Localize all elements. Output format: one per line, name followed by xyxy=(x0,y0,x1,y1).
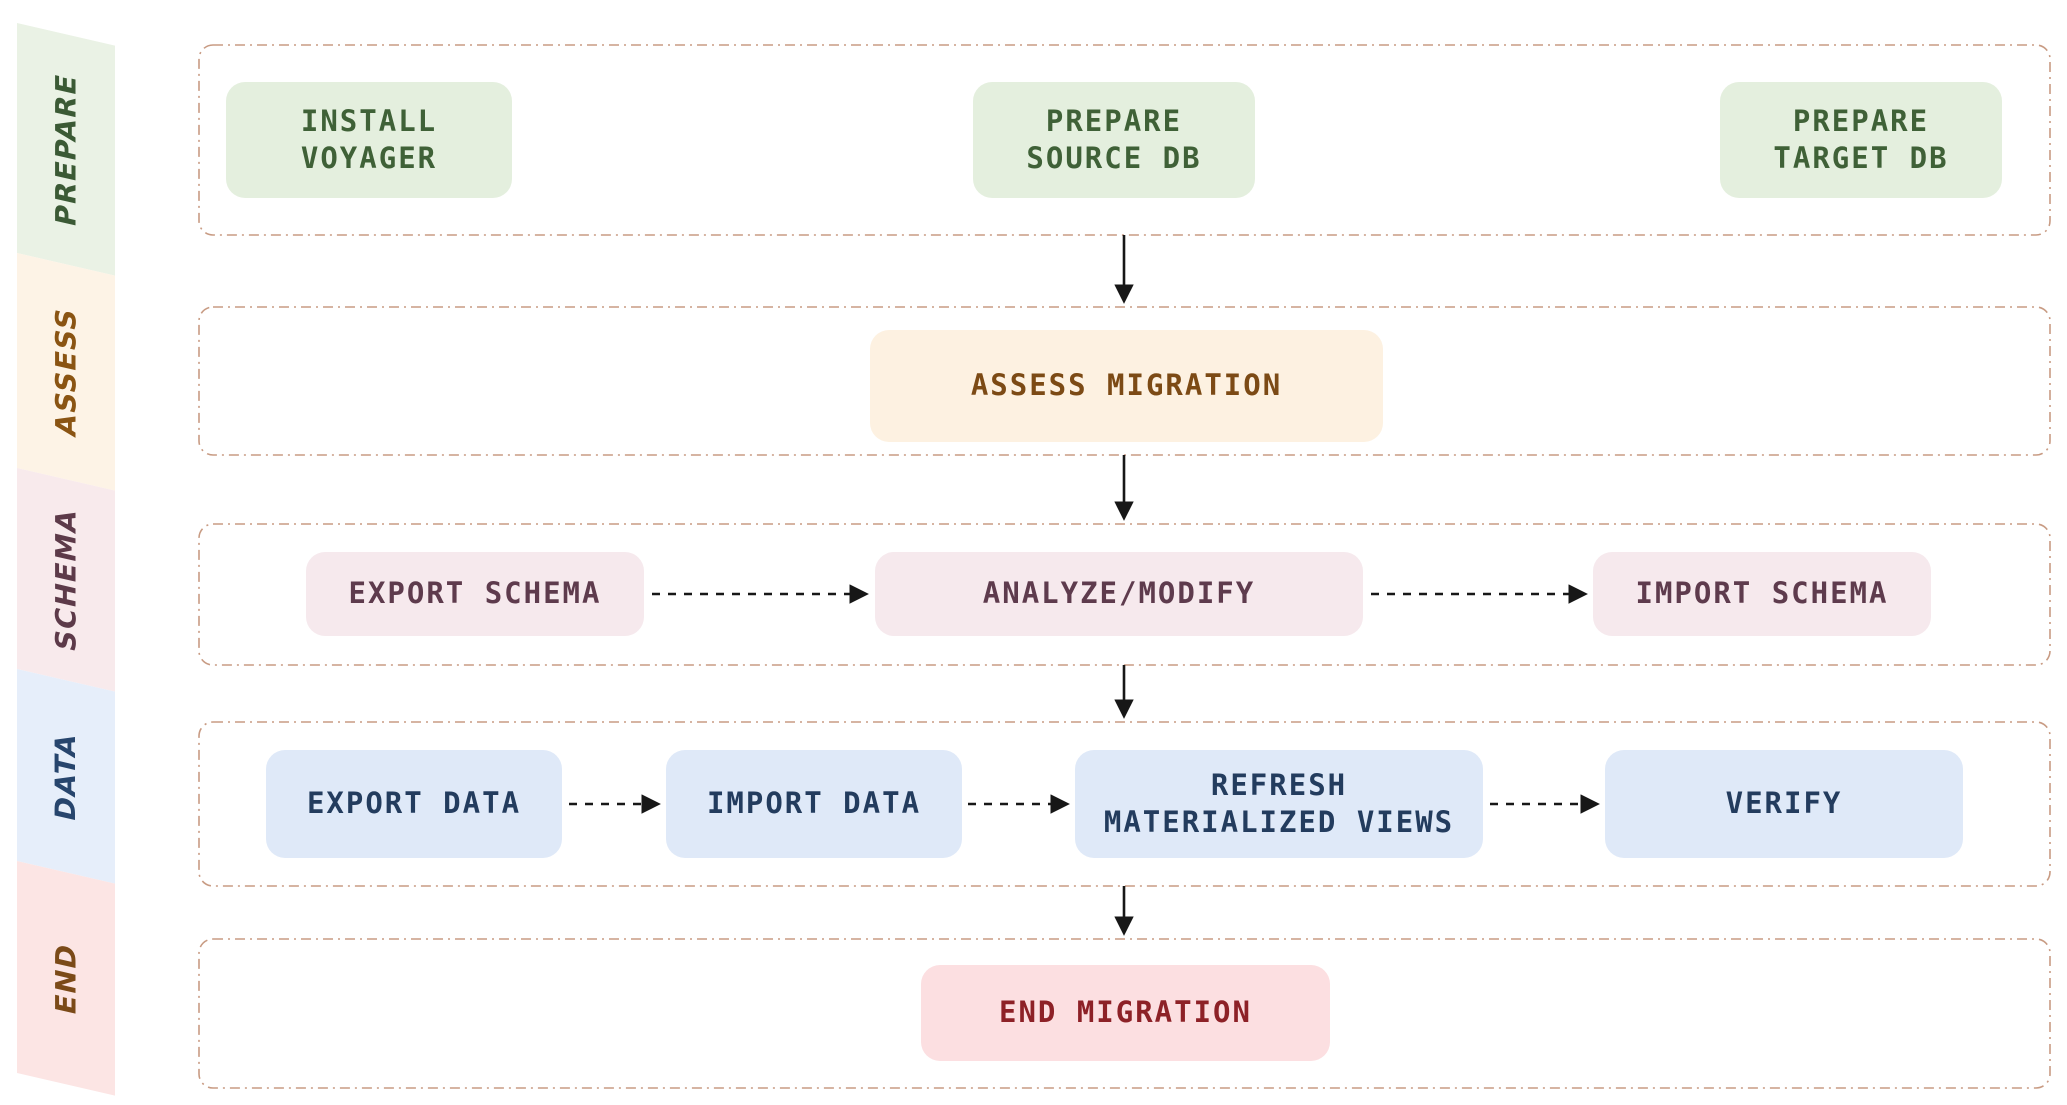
stage-band-assess: ASSESS xyxy=(17,253,115,491)
node-prepare-source-db: PREPARE SOURCE DB xyxy=(973,82,1255,198)
node-label: VERIFY xyxy=(1725,786,1843,821)
stage-label-assess: ASSESS xyxy=(49,304,83,440)
node-end-migration: END MIGRATION xyxy=(921,965,1330,1061)
node-analyze-modify: ANALYZE/MODIFY xyxy=(875,552,1363,636)
node-verify: VERIFY xyxy=(1605,750,1963,858)
stage-sidebar: PREPARE ASSESS SCHEMA DATA END xyxy=(17,23,115,1096)
node-export-data: EXPORT DATA xyxy=(266,750,562,858)
node-label: PREPARE SOURCE DB xyxy=(1026,103,1202,175)
node-label: INSTALL VOYAGER xyxy=(300,103,438,175)
node-label: REFRESH MATERIALIZED VIEWS xyxy=(1103,767,1455,839)
node-prepare-target-db: PREPARE TARGET DB xyxy=(1720,82,2002,198)
node-export-schema: EXPORT SCHEMA xyxy=(306,552,644,636)
stage-label-prepare: PREPARE xyxy=(49,69,83,230)
node-refresh-materialized-views: REFRESH MATERIALIZED VIEWS xyxy=(1075,750,1483,858)
node-label: END MIGRATION xyxy=(999,995,1252,1030)
node-assess-migration: ASSESS MIGRATION xyxy=(870,330,1383,442)
node-label: IMPORT SCHEMA xyxy=(1635,576,1889,611)
stage-label-end: END xyxy=(49,939,83,1018)
row-outline-end xyxy=(198,938,2051,1089)
node-label: EXPORT DATA xyxy=(306,786,522,821)
node-import-schema: IMPORT SCHEMA xyxy=(1593,552,1931,636)
node-label: EXPORT SCHEMA xyxy=(348,576,602,611)
node-install-voyager: INSTALL VOYAGER xyxy=(226,82,512,198)
stage-band-end: END xyxy=(17,861,115,1096)
stage-band-data: DATA xyxy=(17,669,115,884)
node-label: ASSESS MIGRATION xyxy=(970,368,1283,403)
stage-band-schema: SCHEMA xyxy=(17,468,115,692)
node-label: IMPORT DATA xyxy=(706,786,922,821)
stage-label-schema: SCHEMA xyxy=(49,505,83,655)
stage-band-prepare: PREPARE xyxy=(17,23,115,276)
node-label: ANALYZE/MODIFY xyxy=(982,576,1256,611)
row-outline-data xyxy=(198,721,2051,887)
stage-label-data: DATA xyxy=(49,728,83,824)
node-import-data: IMPORT DATA xyxy=(666,750,962,858)
row-outline-prepare xyxy=(198,44,2051,236)
node-label: PREPARE TARGET DB xyxy=(1773,103,1949,175)
